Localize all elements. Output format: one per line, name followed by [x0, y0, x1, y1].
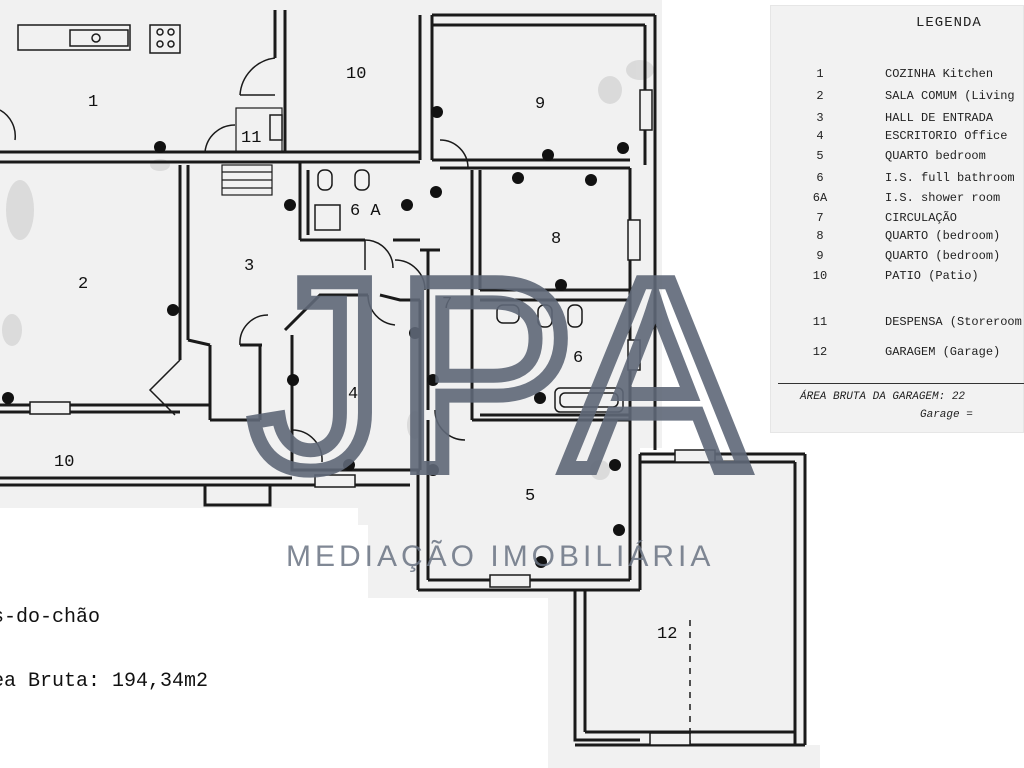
- legend-title: LEGENDA: [916, 15, 982, 31]
- legend-item: 5 QUARTO bedroom: [770, 149, 1024, 169]
- room-9-label: 9: [535, 95, 545, 114]
- door-swings: [0, 57, 469, 463]
- legend-item-num: 7: [816, 211, 824, 225]
- walls: [0, 10, 807, 748]
- room-5-label: 5: [525, 487, 535, 506]
- room-10-bottom-label: 10: [54, 453, 74, 472]
- legend-item-label: ESCRITORIO Office: [885, 129, 1008, 143]
- paper-pieces: [0, 0, 820, 768]
- area-caption: ea Bruta: 194,34m2: [0, 670, 209, 693]
- legend-item-label: I.S. full bathroom: [885, 171, 1015, 185]
- legend-item-label: CIRCULAÇÃO: [885, 211, 958, 225]
- kitchen-fixtures: [17, 24, 181, 54]
- legend-item: 2 SALA COMUM (Living: [770, 89, 1024, 109]
- watermark-text: MEDIAÇÃO IMOBILIÁRIA: [286, 540, 715, 573]
- floor-caption: s-do-chão: [0, 606, 101, 629]
- room-8-label: 8: [551, 230, 561, 249]
- legend-item-num: 6A: [812, 191, 828, 205]
- legend-item-label: GARAGEM (Garage): [885, 345, 1001, 359]
- stairs: [221, 107, 283, 196]
- garage-area-line: ÁREA BRUTA DA GARAGEM: 22: [800, 391, 966, 403]
- legend-item-num: 10: [812, 269, 828, 283]
- room-11-label: 11: [241, 129, 261, 148]
- legend-item: 4 ESCRITORIO Office: [770, 129, 1024, 149]
- room-6a-label: 6 A: [350, 202, 381, 221]
- room-2-label: 2: [78, 275, 88, 294]
- legend-item-num: 3: [816, 111, 824, 125]
- garage-area-line-en: Garage =: [920, 409, 973, 421]
- legend-item-label: SALA COMUM (Living: [885, 89, 1015, 103]
- legend-item-label: COZINHA Kitchen: [885, 67, 994, 81]
- legend-item: 1 COZINHA Kitchen: [770, 67, 1024, 87]
- legend-item: 8 QUARTO (bedroom): [770, 229, 1024, 249]
- legend-item-label: QUARTO bedroom: [885, 149, 986, 163]
- legend-item: 9 QUARTO (bedroom): [770, 249, 1024, 269]
- legend-item: 6 I.S. full bathroom: [770, 171, 1024, 191]
- room-6-label: 6: [573, 349, 583, 368]
- room-labels: 1 2 3 4 5 6 6 A 7 8 9 10 10 11 12: [54, 65, 677, 644]
- room-1-label: 1: [88, 93, 98, 112]
- legend-panel: LEGENDA 1 COZINHA Kitchen 2 SALA COMUM (…: [770, 5, 1024, 433]
- legend-item-label: PATIO (Patio): [885, 269, 979, 283]
- legend-item: 7 CIRCULAÇÃO: [770, 211, 1024, 231]
- legend-item-num: 9: [816, 249, 824, 263]
- electric-points: [2, 106, 629, 568]
- legend-item-label: HALL DE ENTRADA: [885, 111, 994, 125]
- legend-item-num: 4: [816, 129, 824, 143]
- room-12-label: 12: [657, 625, 677, 644]
- legend-item-label: DESPENSA (Storeroom: [885, 315, 1022, 329]
- legend-item-label: QUARTO (bedroom): [885, 229, 1001, 243]
- legend-item-num: 11: [812, 315, 828, 329]
- legend-item-num: 1: [816, 67, 824, 81]
- room-3-label: 3: [244, 257, 254, 276]
- legend-item: 12 GARAGEM (Garage): [770, 345, 1024, 365]
- legend-item: 3 HALL DE ENTRADA: [770, 111, 1024, 131]
- room-4-label: 4: [348, 385, 358, 404]
- room-10-top-label: 10: [346, 65, 366, 84]
- legend-divider: [778, 383, 1024, 384]
- watermark-logo: JPA: [250, 225, 755, 526]
- bathroom-fixtures: [314, 169, 624, 413]
- legend-item-num: 2: [816, 89, 824, 103]
- legend-item: 6A I.S. shower room: [770, 191, 1024, 211]
- room-7-label: 7: [442, 295, 452, 314]
- legend-item-label: I.S. shower room: [885, 191, 1001, 205]
- legend-item-label: QUARTO (bedroom): [885, 249, 1001, 263]
- windows: [29, 89, 716, 746]
- legend-item-num: 6: [816, 171, 824, 185]
- legend-item-num: 8: [816, 229, 824, 243]
- legend-item: 10 PATIO (Patio): [770, 269, 1024, 289]
- legend-item-num: 12: [812, 345, 828, 359]
- legend-item: 11 DESPENSA (Storeroom: [770, 315, 1024, 335]
- legend-item-num: 5: [816, 149, 824, 163]
